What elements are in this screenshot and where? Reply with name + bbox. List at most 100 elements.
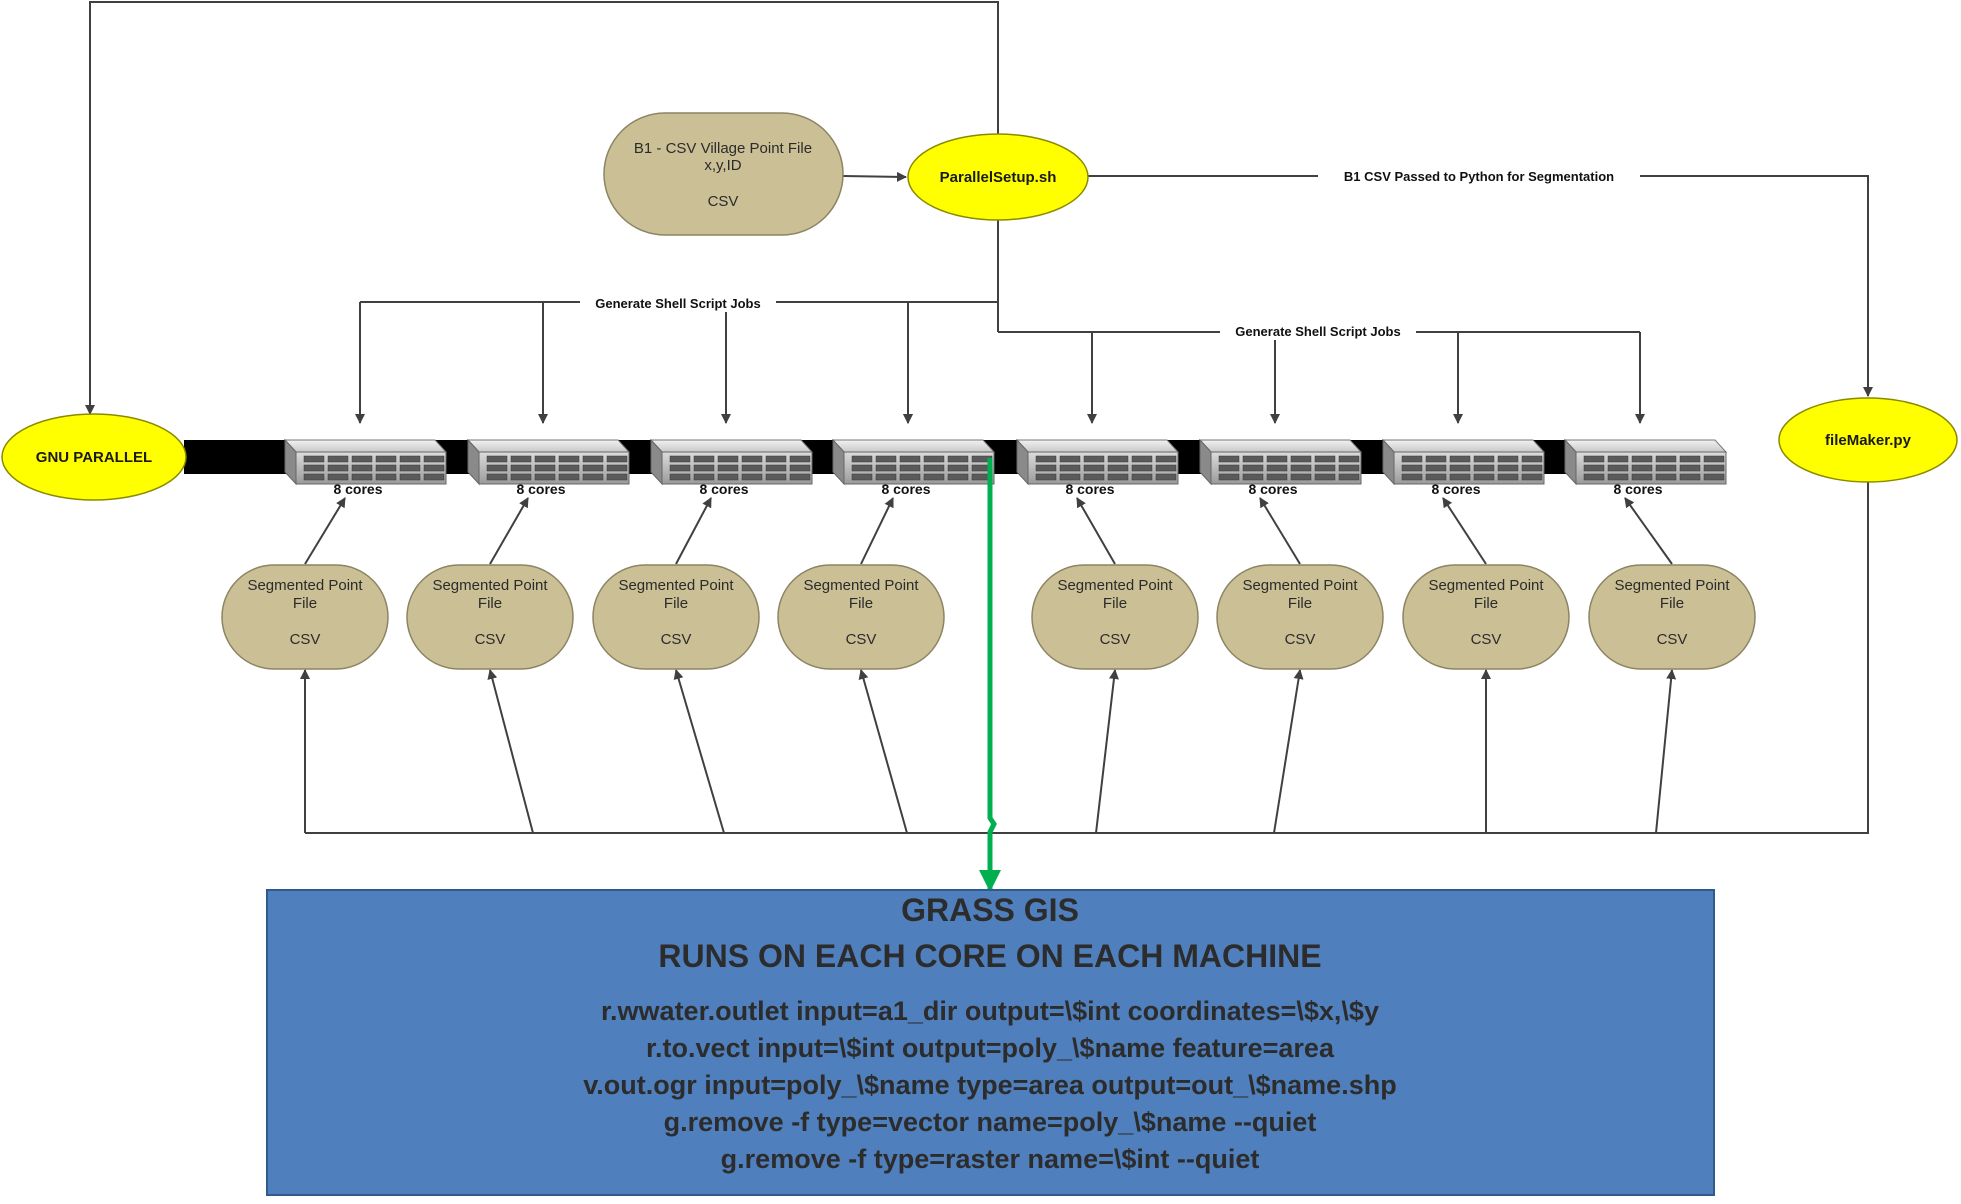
setup-to-gnu-connector — [85, 1, 999, 415]
drive-bay — [327, 473, 349, 481]
drive-bay — [1338, 464, 1360, 472]
segment-to-server-arrow-1 — [304, 497, 346, 565]
drive-bay — [606, 464, 628, 472]
drive-bay — [303, 473, 325, 481]
drive-bay — [789, 464, 811, 472]
drive-bay — [1449, 464, 1471, 472]
segment-shape-7 — [1402, 564, 1570, 670]
drive-bay — [423, 473, 445, 481]
drive-bay — [582, 455, 604, 463]
drive-bay — [1425, 464, 1447, 472]
drive-bay — [1131, 473, 1153, 481]
drive-bay — [303, 455, 325, 463]
drive-bay — [875, 455, 897, 463]
segment-shape-5 — [1031, 564, 1199, 670]
drive-bay — [1290, 464, 1312, 472]
drive-bay — [1497, 455, 1519, 463]
filemaker-shape — [1778, 397, 1958, 483]
drive-bay — [693, 455, 715, 463]
segment-5-line-2: File — [1103, 595, 1127, 612]
segment-1-line-4: CSV — [290, 631, 321, 648]
segment-shape-6 — [1216, 564, 1384, 670]
drive-bay — [1083, 464, 1105, 472]
drive-bay — [351, 455, 373, 463]
drive-bay — [789, 473, 811, 481]
server-node-1: 8 cores — [283, 438, 448, 497]
drive-bay — [899, 473, 921, 481]
segment-8-line-1: Segmented Point — [1614, 577, 1730, 594]
server-top-7 — [1381, 439, 1546, 453]
drive-bay — [399, 464, 421, 472]
segment-8-line-4: CSV — [1657, 631, 1688, 648]
drive-bay — [1425, 455, 1447, 463]
drive-bay — [923, 464, 945, 472]
filemaker-node: fileMaker.py — [1778, 397, 1958, 483]
server-node-7: 8 cores — [1381, 438, 1546, 497]
drive-bay — [1155, 464, 1177, 472]
segment-8-line-2: File — [1660, 595, 1684, 612]
drive-bay — [558, 473, 580, 481]
return-arrow-8 — [1655, 669, 1677, 834]
server-node-4: 8 cores — [831, 438, 996, 497]
drive-bay — [1497, 464, 1519, 472]
drive-bay — [399, 455, 421, 463]
grass-command-1: r.wwater.outlet input=a1_dir output=\$in… — [601, 996, 1379, 1026]
drive-bay — [1107, 455, 1129, 463]
dynamic-connectors — [300, 302, 1677, 834]
drive-bay — [765, 455, 787, 463]
drive-bay — [375, 455, 397, 463]
server-top-4 — [831, 439, 996, 453]
drive-bay — [1679, 473, 1701, 481]
segment-7-line-2: File — [1474, 595, 1498, 612]
drive-bay — [1107, 464, 1129, 472]
drive-bay — [303, 464, 325, 472]
drive-bay — [765, 473, 787, 481]
drive-bay — [1218, 455, 1240, 463]
drive-bay — [1155, 473, 1177, 481]
csv-input-line-2: x,y,ID — [704, 157, 741, 174]
segment-to-server-arrow-4 — [860, 497, 894, 565]
drive-bay — [669, 464, 691, 472]
gnu-parallel-label: GNU PARALLEL — [36, 449, 152, 466]
segment-5-line-1: Segmented Point — [1057, 577, 1173, 594]
drive-bay — [875, 464, 897, 472]
drive-bay — [1521, 464, 1543, 472]
drive-bay — [1583, 455, 1605, 463]
drive-bay — [1679, 464, 1701, 472]
drive-bay — [1473, 464, 1495, 472]
server-label-6: 8 cores — [1248, 481, 1297, 497]
drive-bay — [1035, 464, 1057, 472]
server-node-6: 8 cores — [1198, 438, 1363, 497]
drive-bay — [1059, 473, 1081, 481]
drive-bay — [1035, 455, 1057, 463]
server-top-3 — [649, 439, 814, 453]
generate-right-label-bg — [1220, 322, 1416, 340]
csv-input-shape — [603, 112, 844, 236]
server-top-1 — [283, 439, 448, 453]
segment-to-server-arrow-3 — [675, 497, 712, 565]
server-label-4: 8 cores — [881, 481, 930, 497]
segment-to-server-arrow-8 — [1624, 497, 1673, 565]
drive-bay — [1631, 464, 1653, 472]
segment-to-server-arrow-5 — [1076, 497, 1116, 565]
drive-bay — [423, 464, 445, 472]
drive-bay — [423, 455, 445, 463]
drive-bay — [1242, 473, 1264, 481]
drive-bay — [1497, 473, 1519, 481]
filemaker-return-bus — [305, 480, 1869, 834]
drive-bay — [1703, 473, 1725, 481]
parallel-setup-node: ParallelSetup.sh — [907, 133, 1089, 221]
server-node-8: 8 cores — [1563, 438, 1728, 497]
drive-bay — [1425, 473, 1447, 481]
drive-bay — [741, 464, 763, 472]
segment-to-server-arrow-2 — [489, 497, 529, 565]
server-label-1: 8 cores — [333, 481, 382, 497]
segment-to-server-arrow-7 — [1442, 497, 1487, 565]
drive-bay — [1266, 473, 1288, 481]
drive-bay — [899, 455, 921, 463]
